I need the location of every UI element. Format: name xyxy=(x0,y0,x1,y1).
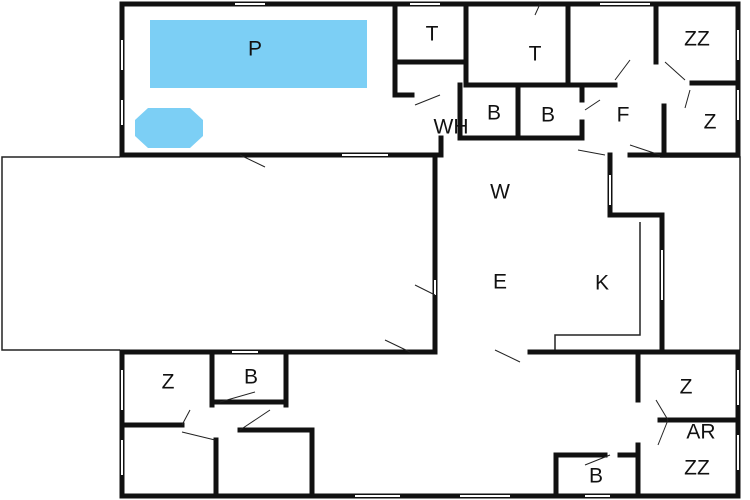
room-label-bedroom: Z xyxy=(162,371,175,394)
room-labels: P T T ZZ B B F Z WH W E K Z B Z AR ZZ B xyxy=(162,23,717,488)
room-label-w: W xyxy=(490,181,510,204)
door-swings xyxy=(181,3,691,466)
room-label-bath: B xyxy=(589,465,603,488)
terrace-outline xyxy=(1,156,120,351)
hot-tub-shape xyxy=(135,108,203,148)
room-label-e: E xyxy=(493,271,507,294)
room-label-pool: P xyxy=(248,38,262,61)
room-label-f: F xyxy=(617,104,630,127)
room-label-bath: B xyxy=(541,104,555,127)
windows xyxy=(121,3,739,497)
room-label-bath: B xyxy=(487,102,501,125)
room-label-toilet: T xyxy=(426,23,439,46)
room-label-wh: WH xyxy=(434,116,469,139)
room-label-toilet: T xyxy=(529,43,542,66)
room-label-bedroom: ZZ xyxy=(684,28,710,51)
room-label-bath: B xyxy=(244,366,258,389)
room-label-bedroom: Z xyxy=(704,111,717,134)
room-label-bedroom: ZZ xyxy=(684,457,710,480)
room-label-kitchen: K xyxy=(595,272,609,295)
room-label-bedroom: Z xyxy=(680,376,693,399)
interior-walls xyxy=(119,1,741,499)
room-label-ar: AR xyxy=(686,421,715,444)
east-outline xyxy=(660,156,741,350)
pool-shape xyxy=(150,20,367,88)
